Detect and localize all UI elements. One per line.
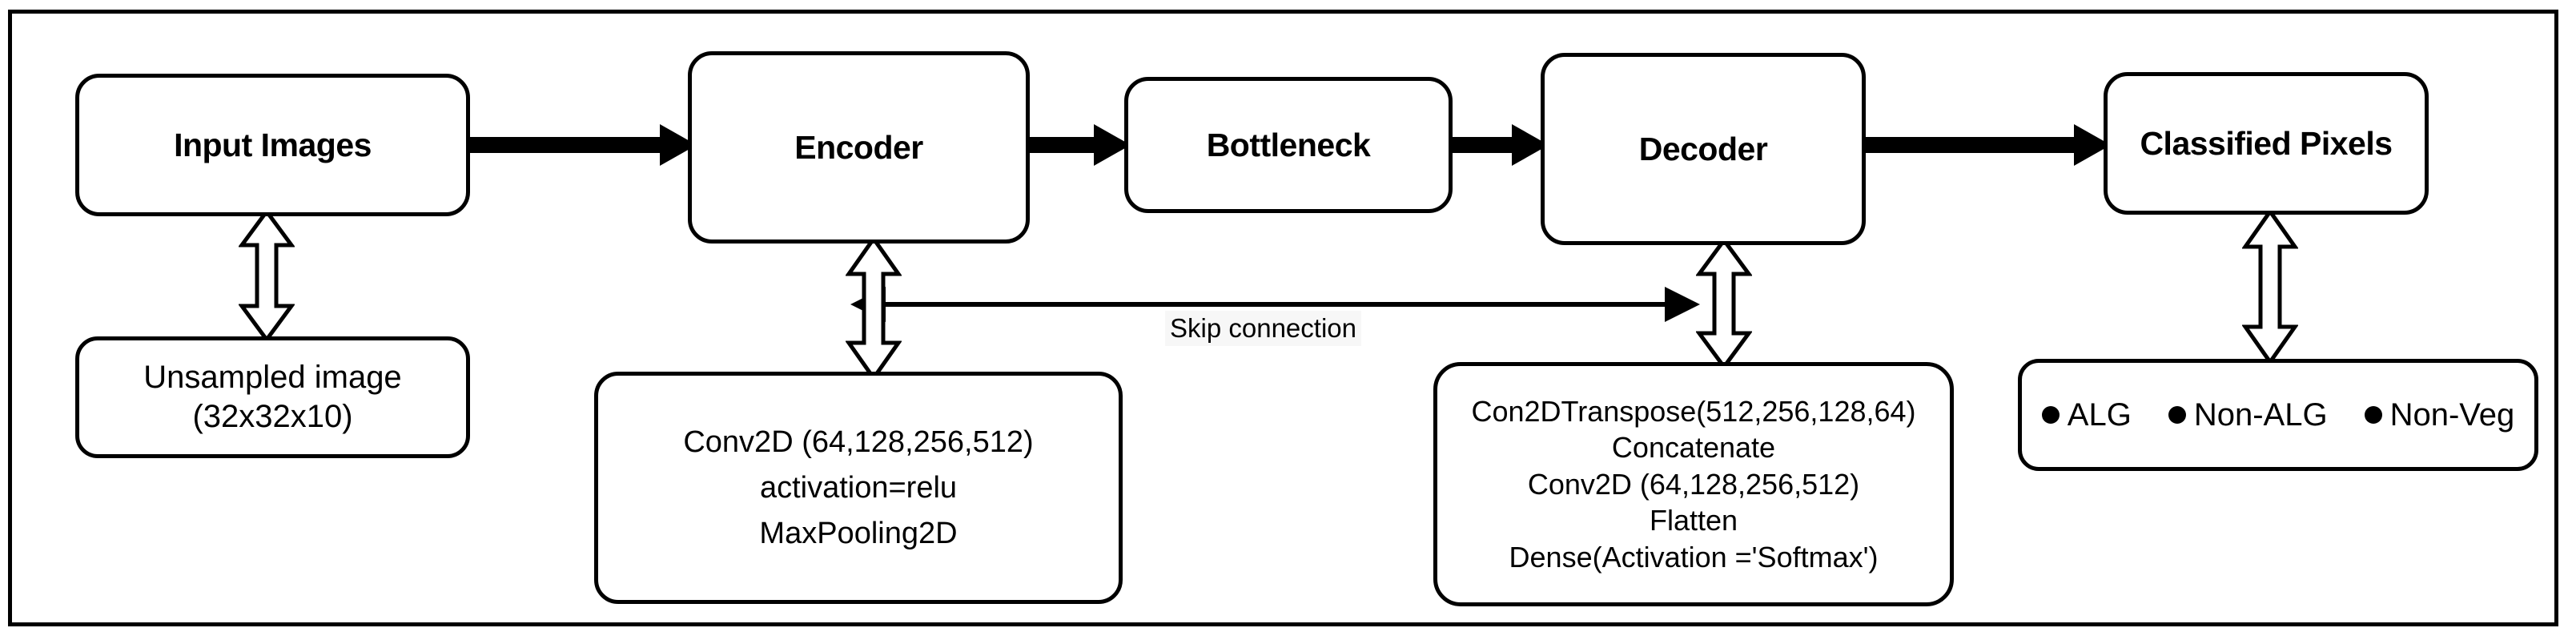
arrow-encoder-to-bottleneck-icon bbox=[1025, 124, 1131, 166]
node-legend[interactable]: ALG Non-ALG Non-Veg bbox=[2018, 359, 2538, 471]
node-unsampled-image-line-2: (32x32x10) bbox=[192, 399, 353, 434]
legend-item-non-veg: Non-Veg bbox=[2364, 394, 2515, 436]
double-arrow-classified-pixels-to-legend-icon bbox=[2242, 210, 2298, 364]
bullet-dot-icon bbox=[2041, 406, 2060, 424]
double-arrow-encoder-to-encoder-detail-icon bbox=[846, 237, 902, 380]
node-encoder[interactable]: Encoder bbox=[688, 51, 1030, 244]
double-arrow-input-images-to-unsampled-image-icon bbox=[239, 210, 295, 341]
node-encoder-detail-line-3: MaxPooling2D bbox=[759, 516, 958, 550]
node-encoder-detail-line-1: Conv2D (64,128,256,512) bbox=[683, 425, 1034, 459]
bullet-dot-icon bbox=[2168, 406, 2186, 424]
node-decoder-detail-line-4: Flatten bbox=[1649, 504, 1738, 537]
legend-item-non-alg: Non-ALG bbox=[2168, 394, 2328, 436]
arrow-bottleneck-to-decoder-icon bbox=[1446, 124, 1549, 166]
node-decoder-detail-line-3: Conv2D (64,128,256,512) bbox=[1527, 467, 1860, 501]
skip-connection-label: Skip connection bbox=[1165, 311, 1361, 346]
node-decoder[interactable]: Decoder bbox=[1541, 53, 1866, 245]
node-encoder-detail-line-2: activation=relu bbox=[759, 470, 958, 505]
node-unsampled-image-line-1: Unsampled image bbox=[143, 360, 402, 396]
arrow-shaft bbox=[1025, 137, 1097, 153]
arrow-shaft bbox=[1446, 137, 1515, 153]
double-arrow-decoder-to-decoder-detail-icon bbox=[1696, 239, 1752, 368]
bullet-dot-icon bbox=[2364, 406, 2382, 424]
legend-item-non-alg-label: Non-ALG bbox=[2193, 397, 2328, 433]
legend-item-alg-label: ALG bbox=[2067, 397, 2132, 433]
legend-item-alg: ALG bbox=[2041, 394, 2132, 436]
node-decoder-detail-lines: Con2DTranspose(512,256,128,64) Concatena… bbox=[1437, 393, 1950, 575]
arrow-decoder-to-classified-pixels-icon bbox=[1861, 124, 2111, 166]
node-encoder-label: Encoder bbox=[794, 128, 923, 166]
arrow-shaft bbox=[464, 137, 663, 153]
node-decoder-detail[interactable]: Con2DTranspose(512,256,128,64) Concatena… bbox=[1433, 362, 1954, 606]
node-classified-pixels[interactable]: Classified Pixels bbox=[2104, 72, 2429, 215]
node-bottleneck-label: Bottleneck bbox=[1206, 126, 1371, 163]
node-classified-pixels-label: Classified Pixels bbox=[2140, 124, 2393, 162]
node-decoder-detail-line-5: Dense(Activation ='Softmax') bbox=[1509, 540, 1879, 574]
node-unsampled-image-lines: Unsampled image (32x32x10) bbox=[79, 358, 466, 437]
node-decoder-detail-line-1: Con2DTranspose(512,256,128,64) bbox=[1471, 395, 1916, 429]
node-bottleneck[interactable]: Bottleneck bbox=[1124, 77, 1453, 213]
node-input-images[interactable]: Input Images bbox=[75, 74, 470, 216]
arrow-shaft bbox=[1861, 137, 2077, 153]
node-unsampled-image[interactable]: Unsampled image (32x32x10) bbox=[75, 336, 470, 458]
arrow-input-images-to-encoder-icon bbox=[464, 124, 697, 166]
node-encoder-detail[interactable]: Conv2D (64,128,256,512) activation=relu … bbox=[594, 372, 1123, 604]
node-decoder-detail-line-2: Concatenate bbox=[1611, 431, 1776, 465]
legend-item-non-veg-label: Non-Veg bbox=[2389, 397, 2515, 433]
node-decoder-label: Decoder bbox=[1638, 130, 1768, 167]
node-encoder-detail-lines: Conv2D (64,128,256,512) activation=relu … bbox=[598, 420, 1119, 557]
node-input-images-label: Input Images bbox=[174, 126, 372, 163]
legend-row: ALG Non-ALG Non-Veg bbox=[2022, 394, 2534, 436]
